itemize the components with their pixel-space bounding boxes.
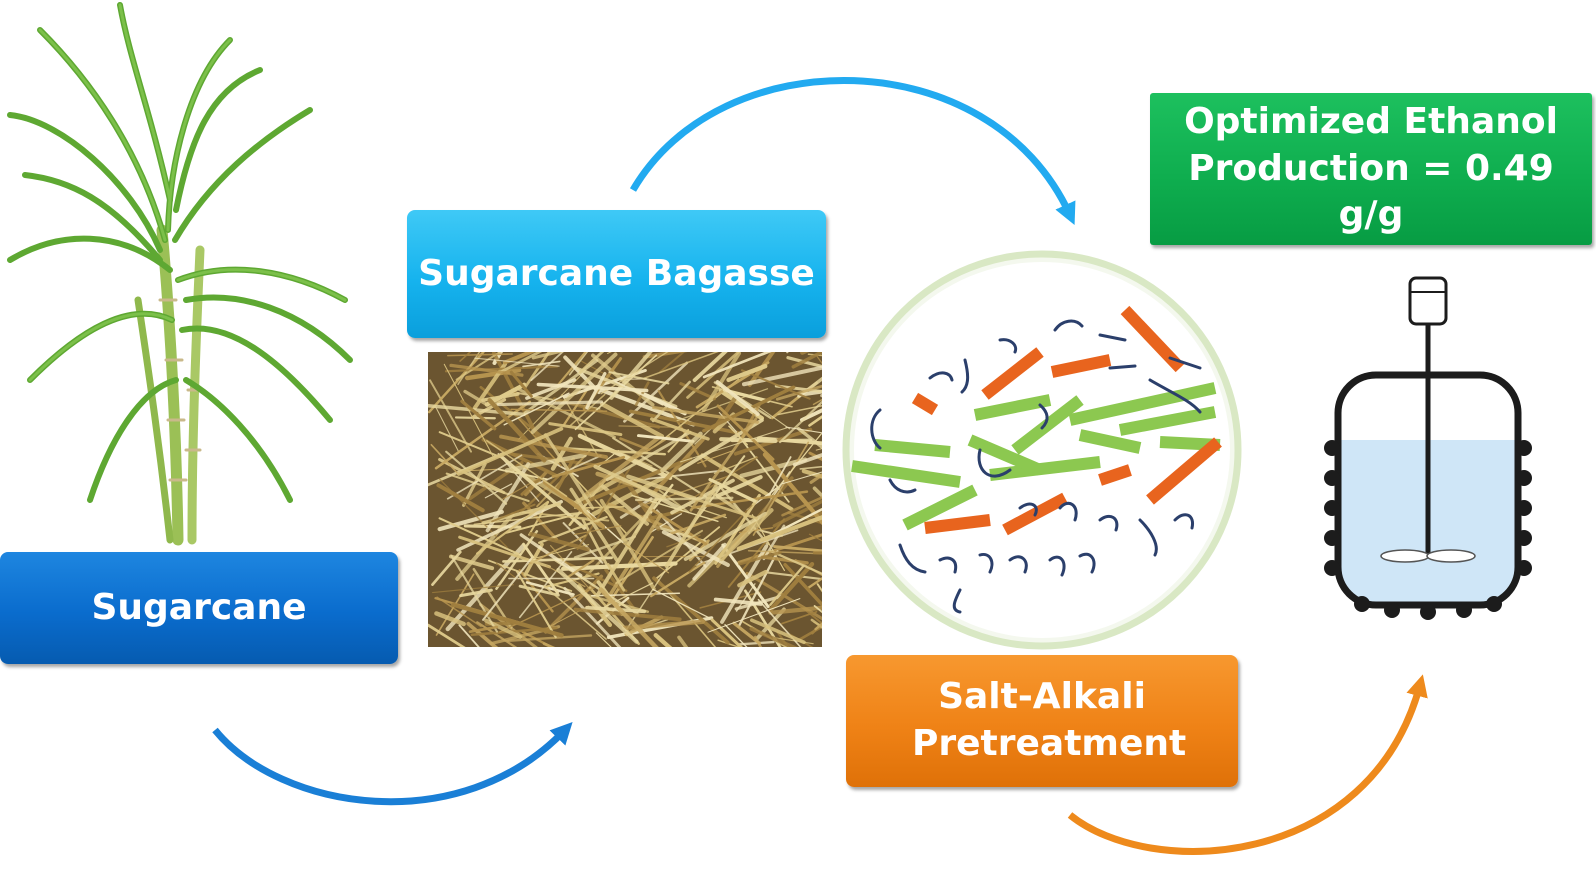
arrow-pretreatment-to-reactor: [1067, 674, 1428, 855]
ethanol-label: Optimized Ethanol Production = 0.49 g/g: [1184, 100, 1558, 236]
bagasse-box: Sugarcane Bagasse: [407, 210, 826, 338]
ethanol-box: Optimized Ethanol Production = 0.49 g/g: [1150, 93, 1592, 245]
pretreatment-label: Salt-Alkali Pretreatment: [912, 676, 1187, 764]
sugarcane-label: Sugarcane: [91, 586, 307, 628]
arrow-bagasse-to-pretreatment: [629, 77, 1076, 225]
pretreatment-box: Salt-Alkali Pretreatment: [846, 655, 1238, 787]
arrow-sugarcane-to-bagasse: [212, 722, 573, 806]
bagasse-label: Sugarcane Bagasse: [418, 252, 815, 294]
sugarcane-box: Sugarcane: [0, 552, 398, 664]
bagasse-fiber-photo: [428, 352, 822, 647]
